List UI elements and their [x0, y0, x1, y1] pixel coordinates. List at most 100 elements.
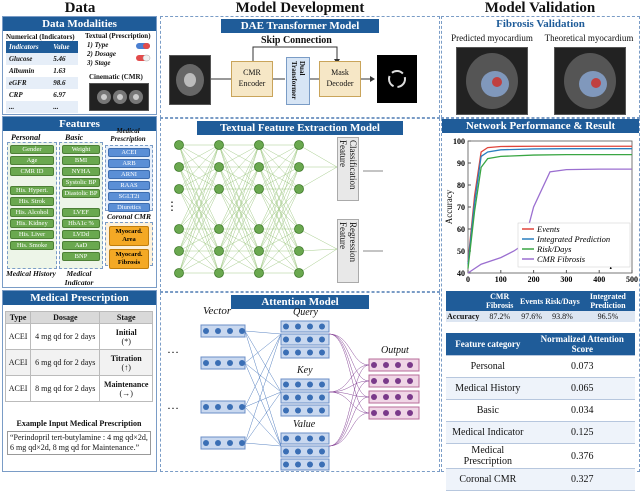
numerical-cell: eGFR [9, 79, 27, 87]
vector-dot [203, 404, 209, 410]
textual-item: 3) Stage [87, 59, 111, 67]
qkv-dot [283, 394, 289, 401]
nn-node [294, 268, 304, 278]
output-dot [371, 362, 377, 368]
nn-node [214, 224, 224, 234]
prescription-stage-cell: Titration(↑) [99, 349, 153, 376]
nn-node [174, 246, 184, 256]
feature-chip: Gender [10, 145, 54, 154]
qkv-dot [307, 381, 313, 388]
prescription-cell: ACEI [4, 349, 32, 376]
regression-label: Regression Feature [338, 222, 358, 262]
value-label: Value [293, 419, 316, 430]
output-dot [383, 394, 389, 400]
personal-label: Personal [11, 133, 41, 142]
textual-item: 1) Type [87, 41, 109, 49]
nn-node [294, 224, 304, 234]
numerical-header-value: Value [53, 43, 70, 51]
history-label: Medical History [6, 269, 56, 278]
nn-edge [258, 144, 300, 168]
nn-edge [178, 166, 220, 274]
textual-list: 1) Type 2) Dosage 3) Stage [87, 41, 116, 68]
prescription-cell: ACEI [4, 375, 32, 402]
numerical-cell: 5.46 [53, 55, 66, 63]
perf-cell: 97.6% [521, 312, 542, 321]
attention-edge [244, 333, 282, 408]
x-tick-label: 0 [466, 275, 470, 284]
nn-node [254, 184, 264, 194]
fc-score: 0.065 [529, 377, 635, 400]
transformer-label: Dual Transformer [290, 61, 306, 100]
skip-connection-label: Skip Connection [261, 35, 332, 46]
fc-category: Medical Prescription [446, 443, 530, 469]
fc-score: 0.073 [529, 355, 635, 378]
mask-output-image [377, 55, 417, 103]
prescription-cell: 6 mg qd for 2 days [30, 349, 101, 376]
nn-edge [218, 188, 260, 274]
output-label: Output [381, 345, 409, 356]
attention-edge [328, 391, 370, 414]
qkv-dot [295, 448, 301, 455]
stage-symbol: (→) [119, 388, 133, 398]
qkv-dot [319, 323, 325, 330]
nn-node [214, 268, 224, 278]
perf-header-cell: Events [519, 296, 544, 306]
fibrosis-panel: Fibrosis Validation Predicted myocardium… [441, 16, 640, 118]
vector-dot [203, 360, 209, 366]
feature-chip: BNP [62, 252, 100, 261]
vector-dot [227, 360, 233, 366]
feature-chip: His. Strok [10, 197, 54, 206]
feature-chip: ACEI [108, 148, 150, 157]
qkv-dot [295, 394, 301, 401]
nn-edge [258, 188, 300, 274]
classification-feature-box: Classification Feature [337, 137, 359, 201]
query-label: Query [293, 307, 318, 318]
nn-edge [218, 228, 260, 252]
numerical-cell: 98.6 [53, 79, 66, 87]
stage-label: Initial [115, 327, 137, 337]
textual-item: 2) Dosage [87, 50, 116, 58]
medical-prescription-panel: Medical Prescription Type Dosage Stage A… [2, 290, 157, 472]
perf-cell: 93.8% [552, 312, 573, 321]
qkv-dot [283, 336, 289, 343]
fc-category: Personal [446, 355, 530, 378]
regression-feature-box: Regression Feature [337, 219, 359, 283]
qkv-dot [295, 323, 301, 330]
output-dot [395, 362, 401, 368]
basic-label: Basic [65, 133, 84, 142]
nn-edge [218, 144, 260, 168]
fc-score: 0.034 [529, 399, 635, 422]
vector-dot [239, 440, 245, 446]
cine-label: Cinematic (CMR) [89, 73, 143, 81]
feature-chip: CMR ID [10, 167, 54, 176]
y-axis-label: Accuracy [444, 189, 454, 224]
nn-node [214, 140, 224, 150]
feature-chip: HbA1c % [62, 219, 100, 228]
qkv-dot [283, 323, 289, 330]
myocardium-mask-icon [388, 70, 406, 88]
qkv-dot [295, 435, 301, 442]
x-tick-label: 200 [528, 275, 540, 284]
output-dot [383, 410, 389, 416]
theoretical-heart-icon [564, 53, 616, 109]
cine-frames-icon [97, 90, 143, 104]
qkv-dot [307, 448, 313, 455]
column-title-validation: Model Validation [484, 0, 596, 16]
y-tick-label: 90 [457, 159, 465, 168]
feature-output-stack [363, 141, 435, 281]
heart-scan-icon [176, 64, 204, 96]
nn-edge [178, 144, 220, 168]
attention-edge [328, 333, 370, 382]
attention-edge [328, 380, 370, 393]
feature-chip: His. Alcohol [10, 208, 54, 217]
qkv-dot [319, 448, 325, 455]
nn-node [174, 268, 184, 278]
predicted-image [456, 47, 528, 115]
qkv-cell [280, 404, 330, 417]
column-title-model: Model Development [235, 0, 365, 16]
qkv-dot [307, 407, 313, 414]
attention-title: Attention Model [231, 295, 369, 309]
qkv-dot [295, 407, 301, 414]
example-title: Example Input Medical Prescription [16, 419, 142, 428]
